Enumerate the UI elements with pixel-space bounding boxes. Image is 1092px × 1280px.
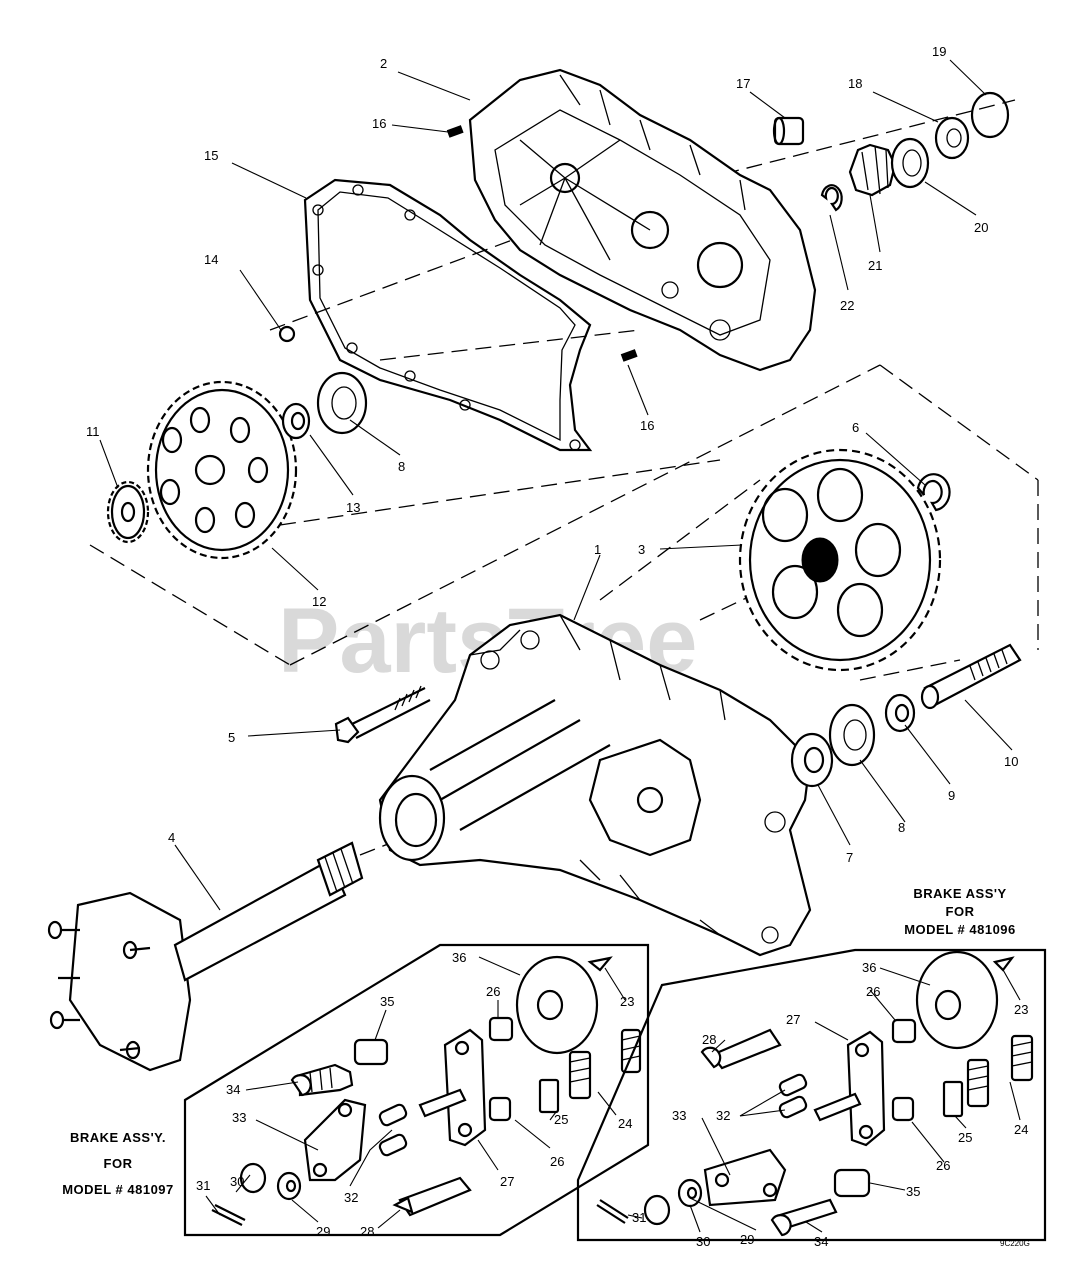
callout-10: 10 xyxy=(1004,754,1018,769)
left-caption-line3: MODEL # 481097 xyxy=(62,1182,174,1197)
left-callout-24: 24 xyxy=(618,1116,632,1131)
callout-4: 4 xyxy=(168,830,175,845)
callout-14: 14 xyxy=(204,252,218,267)
callout-3: 3 xyxy=(638,542,645,557)
right-callout-28: 28 xyxy=(702,1032,716,1047)
right-callout-25: 25 xyxy=(958,1130,972,1145)
right-callout-32: 32 xyxy=(716,1108,730,1123)
right-callout-23: 23 xyxy=(1014,1002,1028,1017)
callout-22: 22 xyxy=(840,298,854,313)
axle-shaft xyxy=(47,841,364,1072)
right-caption-line1: BRAKE ASS'Y xyxy=(913,886,1006,901)
right-callout-24: 24 xyxy=(1014,1122,1028,1137)
right-callout-35: 35 xyxy=(906,1184,920,1199)
callout-2: 2 xyxy=(380,56,387,71)
callout-5: 5 xyxy=(228,730,235,745)
upper-right-parts xyxy=(772,91,1010,212)
right-callout-33: 33 xyxy=(672,1108,686,1123)
right-callout-26-top: 26 xyxy=(866,984,880,999)
right-callout-27: 27 xyxy=(786,1012,800,1027)
callout-16-lower: 16 xyxy=(640,418,654,433)
left-callout-34: 34 xyxy=(226,1082,240,1097)
right-callout-26-bottom: 26 xyxy=(936,1158,950,1173)
left-callout-25: 25 xyxy=(554,1112,568,1127)
callout-9: 9 xyxy=(948,788,955,803)
right-brake-callouts: 36 23 26 27 28 24 25 26 32 33 31 30 29 3… xyxy=(632,960,1028,1249)
left-caption-line2: FOR xyxy=(104,1156,133,1171)
leader-lines xyxy=(99,59,1021,1233)
callout-17: 17 xyxy=(736,76,750,91)
callout-8-lower: 8 xyxy=(898,820,905,835)
left-brake-caption: BRAKE ASS'Y. FOR MODEL # 481097 xyxy=(62,1130,174,1197)
left-callout-29: 29 xyxy=(316,1224,330,1239)
callout-15: 15 xyxy=(204,148,218,163)
left-brake-callouts: 36 23 26 35 24 25 26 27 34 33 32 30 31 2… xyxy=(196,950,634,1239)
left-callout-32: 32 xyxy=(344,1190,358,1205)
left-callout-23: 23 xyxy=(620,994,634,1009)
left-callout-36: 36 xyxy=(452,950,466,965)
brake-assembly-left xyxy=(183,943,650,1237)
callout-6: 6 xyxy=(852,420,859,435)
right-callout-36: 36 xyxy=(862,960,876,975)
left-callout-35: 35 xyxy=(380,994,394,1009)
left-callout-33: 33 xyxy=(232,1110,246,1125)
right-callout-31: 31 xyxy=(632,1210,646,1225)
callout-21: 21 xyxy=(868,258,882,273)
callout-18: 18 xyxy=(848,76,862,91)
gasket xyxy=(303,178,593,452)
callout-7: 7 xyxy=(846,850,853,865)
upper-case-cover xyxy=(468,68,817,372)
right-callout-29: 29 xyxy=(740,1232,754,1247)
callout-20: 20 xyxy=(974,220,988,235)
large-drive-gear xyxy=(738,448,951,672)
left-caption-line1: BRAKE ASS'Y. xyxy=(70,1130,166,1145)
right-caption-line2: FOR xyxy=(946,904,975,919)
callout-19: 19 xyxy=(932,44,946,59)
callout-labels: 2 16 15 14 11 12 13 8 16 17 18 19 20 21 … xyxy=(86,44,1018,865)
output-shaft-parts xyxy=(790,643,1022,788)
right-brake-caption: BRAKE ASS'Y FOR MODEL # 481096 xyxy=(904,886,1016,937)
brake-assembly-right xyxy=(576,948,1047,1242)
callout-16-top: 16 xyxy=(372,116,386,131)
callout-1: 1 xyxy=(594,542,601,557)
housing-bolt xyxy=(334,685,431,744)
callout-13: 13 xyxy=(346,500,360,515)
right-callout-30: 30 xyxy=(696,1234,710,1249)
left-gear-train xyxy=(106,371,368,560)
dowel-pin xyxy=(278,325,296,343)
callout-8-upper: 8 xyxy=(398,459,405,474)
left-callout-26-top: 26 xyxy=(486,984,500,999)
left-callout-27: 27 xyxy=(500,1174,514,1189)
left-callout-31: 31 xyxy=(196,1178,210,1193)
pins xyxy=(446,125,638,362)
drawing-code: 9C220G xyxy=(1000,1239,1030,1248)
left-callout-28: 28 xyxy=(360,1224,374,1239)
main-housing xyxy=(378,613,812,957)
callout-12: 12 xyxy=(312,594,326,609)
right-callout-34: 34 xyxy=(814,1234,828,1249)
left-callout-26-bottom: 26 xyxy=(550,1154,564,1169)
right-caption-line3: MODEL # 481096 xyxy=(904,922,1016,937)
callout-11: 11 xyxy=(86,424,100,439)
left-callout-30: 30 xyxy=(230,1174,244,1189)
